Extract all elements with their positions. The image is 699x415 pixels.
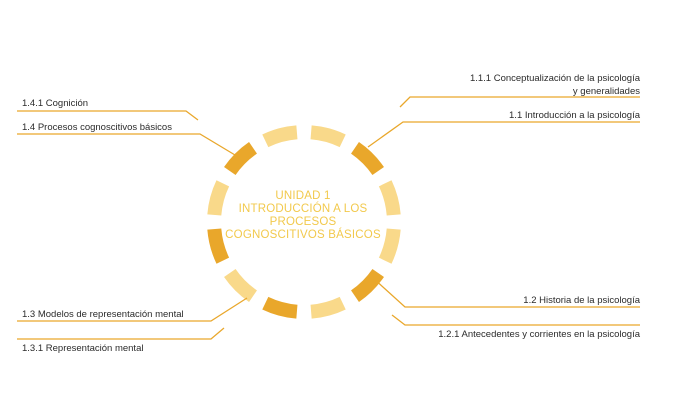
ring-segment bbox=[207, 180, 230, 216]
ring-segment bbox=[310, 125, 346, 148]
center-title: UNIDAD 1 INTRODUCCIÓN A LOS PROCESOS COG… bbox=[218, 190, 388, 242]
node-1-1-1-line2: y generalidades bbox=[572, 86, 640, 97]
ring-segment bbox=[310, 296, 346, 319]
connector-1-3 bbox=[17, 297, 248, 322]
connector-1-4-1 bbox=[17, 110, 199, 121]
node-1-3: 1.3 Modelos de representación mental bbox=[22, 309, 184, 320]
node-1-2-1: 1.2.1 Antecedentes y corrientes en la ps… bbox=[438, 329, 640, 340]
node-1-1-1: 1.1.1 Conceptualización de la psicología… bbox=[470, 72, 640, 98]
ring-segment bbox=[262, 125, 298, 148]
connector-1-1-1 bbox=[399, 96, 640, 108]
center-title-line: COGNOSCITIVOS BÁSICOS bbox=[225, 229, 381, 241]
connector-lines bbox=[17, 96, 640, 340]
ring-segment bbox=[378, 180, 401, 216]
ring-segment bbox=[207, 228, 230, 264]
node-1-1-1-line1: 1.1.1 Conceptualización de la psicología bbox=[469, 73, 640, 84]
ring-segment bbox=[224, 142, 258, 176]
center-ring bbox=[207, 125, 401, 319]
node-1-1: 1.1 Introducción a la psicología bbox=[509, 110, 640, 121]
node-1-4-1: 1.4.1 Cognición bbox=[22, 98, 89, 109]
node-1-2: 1.2 Historia de la psicología bbox=[523, 295, 640, 306]
center-title-line: INTRODUCCIÓN A LOS bbox=[238, 203, 368, 215]
connector-1-1 bbox=[367, 121, 640, 148]
ring-segment bbox=[224, 268, 258, 302]
center-title-line: UNIDAD 1 bbox=[275, 190, 331, 202]
connector-1-2-1 bbox=[391, 314, 640, 326]
node-1-3-1: 1.3.1 Representación mental bbox=[22, 343, 144, 354]
ring-segment bbox=[262, 296, 298, 319]
node-1-4: 1.4 Procesos cognoscitivos básicos bbox=[22, 122, 172, 133]
connector-1-2 bbox=[372, 277, 640, 308]
center-title-line: PROCESOS bbox=[269, 216, 337, 228]
connector-1-4 bbox=[17, 133, 241, 159]
ring-segment bbox=[378, 228, 401, 264]
ring-segment bbox=[350, 268, 384, 302]
connector-1-3-1 bbox=[17, 327, 225, 340]
ring-segment bbox=[350, 142, 384, 176]
